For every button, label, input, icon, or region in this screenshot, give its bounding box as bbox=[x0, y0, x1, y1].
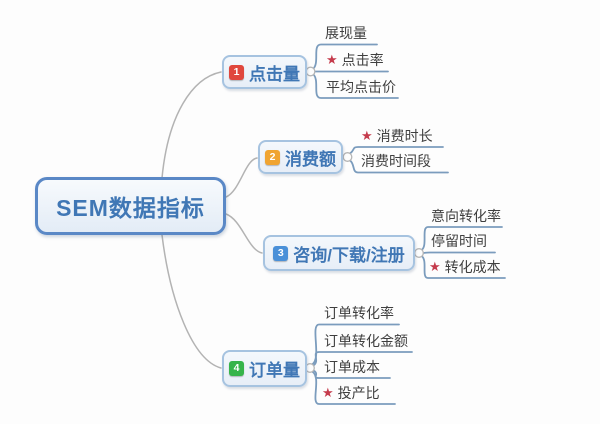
branch-label: 消费额 bbox=[285, 149, 336, 169]
child-topic-intent-cvr[interactable]: 意向转化率 bbox=[431, 206, 501, 226]
edge-order-cvr bbox=[311, 323, 400, 366]
edge-spend-duration bbox=[349, 146, 444, 155]
child-topic-avg-cpc[interactable]: 平均点击价 bbox=[326, 77, 396, 97]
collapse-handle-3[interactable] bbox=[414, 248, 424, 258]
branch-label: 订单量 bbox=[249, 361, 300, 380]
child-topic-stay-time[interactable]: 停留时间 bbox=[431, 231, 487, 251]
child-label: 订单转化金额 bbox=[324, 332, 408, 349]
child-topic-impressions[interactable]: 展现量 bbox=[325, 23, 367, 43]
child-label: 停留时间 bbox=[431, 233, 487, 249]
priority-4-icon: 4 bbox=[229, 361, 244, 376]
collapse-handle-1[interactable] bbox=[305, 66, 316, 77]
child-label: 订单成本 bbox=[324, 358, 380, 375]
root-edge-4 bbox=[161, 234, 222, 369]
edge-order-amount bbox=[311, 351, 413, 367]
child-label: 转化成本 bbox=[444, 258, 501, 275]
root-edge-1 bbox=[161, 71, 222, 179]
edge-roi bbox=[311, 370, 396, 405]
branch-label: 咨询/下载/注册 bbox=[293, 245, 405, 265]
child-topic-spend-period[interactable]: 消费时间段 bbox=[361, 151, 431, 171]
star-icon: ★ bbox=[361, 127, 373, 143]
root-label: SEM数据指标 bbox=[56, 195, 205, 221]
child-label: 平均点击价 bbox=[326, 78, 396, 95]
edge-impressions bbox=[312, 43, 378, 70]
priority-2-icon: 2 bbox=[265, 149, 280, 165]
edge-cpa bbox=[420, 255, 506, 279]
star-icon: ★ bbox=[326, 52, 338, 67]
branch-label: 点击量 bbox=[249, 64, 300, 84]
root-edge-2 bbox=[225, 157, 258, 198]
root-node[interactable]: SEM数据指标 bbox=[35, 177, 226, 235]
child-topic-ctr[interactable]: ★ 点击率 bbox=[326, 50, 384, 70]
edge-intent-cvr bbox=[420, 226, 503, 251]
branch-node-clicks[interactable]: 1 点击量 bbox=[222, 55, 307, 89]
priority-3-icon: 3 bbox=[273, 245, 289, 261]
child-topic-order-cost[interactable]: 订单成本 bbox=[324, 357, 380, 377]
root-edge-3 bbox=[225, 213, 263, 254]
star-icon: ★ bbox=[429, 258, 441, 274]
child-topic-roi[interactable]: ★ 投产比 bbox=[322, 383, 380, 403]
collapse-handle-2[interactable] bbox=[342, 152, 353, 162]
child-label: 点击率 bbox=[341, 52, 384, 68]
star-icon: ★ bbox=[322, 384, 334, 400]
child-topic-order-cvr[interactable]: 订单转化率 bbox=[324, 303, 394, 323]
child-label: 消费时长 bbox=[376, 127, 433, 144]
child-label: 订单转化率 bbox=[324, 305, 394, 321]
child-topic-order-amount[interactable]: 订单转化金额 bbox=[324, 331, 408, 351]
edge-avg-cpc bbox=[312, 73, 399, 99]
child-label: 展现量 bbox=[325, 25, 367, 41]
branch-node-spend[interactable]: 2 消费额 bbox=[258, 140, 343, 174]
branch-node-orders[interactable]: 4 订单量 bbox=[222, 350, 307, 387]
child-label: 消费时间段 bbox=[361, 153, 431, 169]
priority-1-icon: 1 bbox=[229, 64, 244, 80]
child-topic-cpa[interactable]: ★ 转化成本 bbox=[429, 257, 501, 277]
edge-spend-period bbox=[349, 159, 449, 174]
branch-node-conversion[interactable]: 3 咨询/下载/注册 bbox=[263, 235, 415, 271]
edge-stay-time bbox=[422, 251, 496, 254]
child-topic-spend-duration[interactable]: ★ 消费时长 bbox=[361, 126, 433, 146]
child-label: 意向转化率 bbox=[431, 207, 501, 224]
child-label: 投产比 bbox=[337, 384, 380, 401]
